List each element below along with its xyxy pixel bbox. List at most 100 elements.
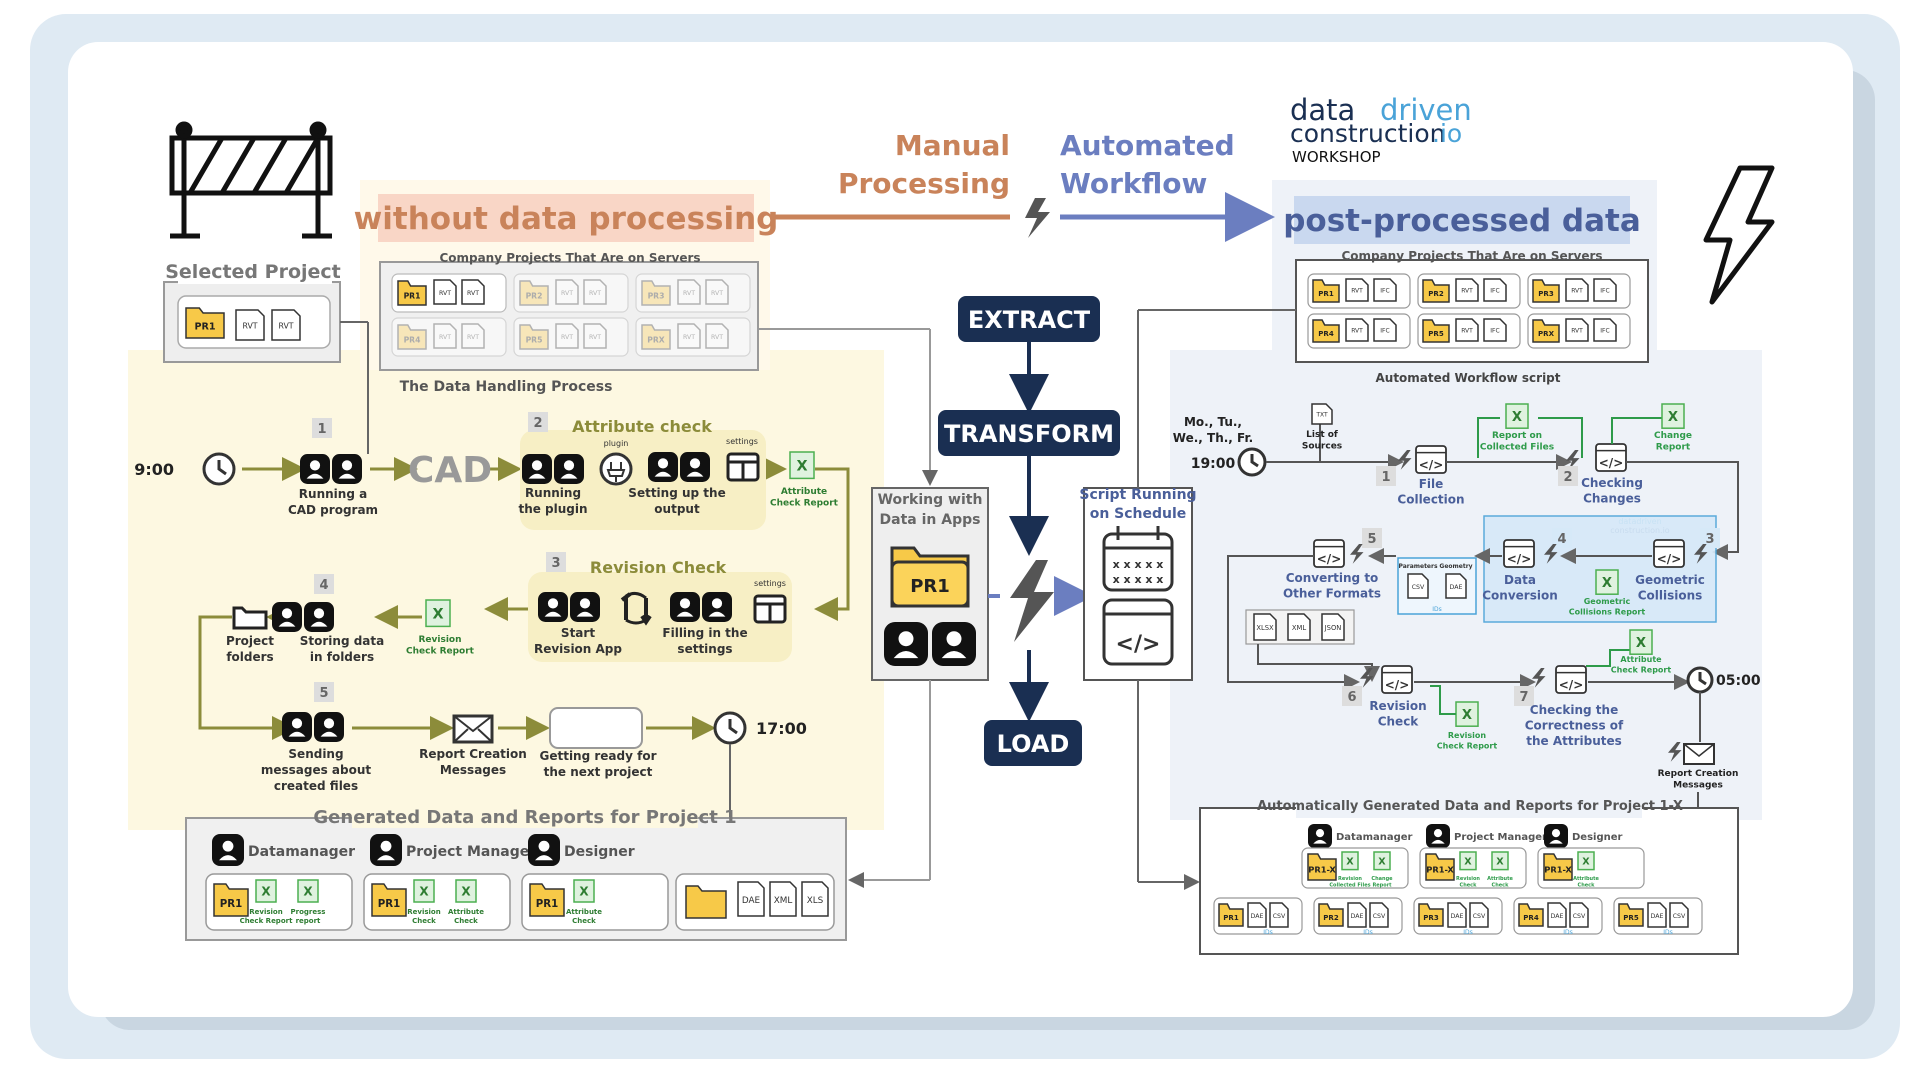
left-server-card-5 (635, 317, 751, 357)
dm-report-2-label-line-1: report (296, 917, 321, 925)
step-num-4: 4 (314, 574, 334, 594)
manual-title-1: Manual (895, 129, 1010, 162)
right-server-doc-a-3: RVT (1345, 318, 1369, 342)
checking-changes-label-line-0: Checking (1581, 476, 1643, 490)
sources-txt-icon: TXT (1311, 403, 1333, 425)
right-role-report-label-0-1-line-1: Report (1372, 883, 1392, 889)
bolt-report (1668, 742, 1682, 762)
sending-messages-b: messages about (261, 763, 372, 777)
right-server-doc-b-2-label: IFC (1600, 288, 1609, 295)
right-role-avatar-0 (1308, 824, 1332, 848)
ids-label: IDs (1432, 606, 1442, 613)
report-messages-b: Messages (440, 763, 506, 777)
svg-text:</>: </> (1507, 552, 1532, 566)
left-server-doc-b-0: RVT (461, 279, 485, 305)
left-formats-folder (685, 885, 727, 919)
right-bottom-folder-4: PR5 (1618, 903, 1644, 927)
left-format-DAE: DAE (737, 881, 765, 917)
right-role-folder-1: PR1-X (1425, 853, 1455, 881)
right-server-folder-4-label: PR5 (1428, 329, 1444, 338)
right-server-doc-a-5: RVT (1565, 318, 1589, 342)
svg-text:X: X (419, 885, 429, 899)
right-bottom-csv-1: CSV (1369, 902, 1389, 928)
left-role-folder-1: PR1 (371, 883, 407, 917)
left-server-card-3 (391, 317, 507, 357)
pm-report-2-label-line-1: Check (454, 917, 478, 925)
bolt-1 (1398, 450, 1412, 470)
left-role-name-0: Datamanager (248, 844, 355, 860)
revision-check-label-line-1: Check (1378, 715, 1420, 729)
right-server-folder-5-label: PRX (1538, 329, 1555, 338)
right-report-messages-label-line-0: Report Creation (1658, 769, 1739, 779)
step-num-5: 5 (314, 682, 334, 702)
user-icon-9 (702, 592, 732, 622)
checking-correctness-label-line-2: the Attributes (1526, 734, 1622, 748)
script-running-b: on Schedule (1090, 506, 1187, 522)
svg-text:X: X (1464, 856, 1472, 867)
right-server-folder-1: PR2 (1422, 279, 1450, 303)
right-bottom-ids-1: IDs (1363, 929, 1373, 936)
svg-text:6: 6 (1347, 690, 1356, 705)
right-bottom-csv-3: CSV (1569, 902, 1589, 928)
calendar-icon: x x x x x x x x x x (1102, 526, 1174, 592)
right-role-report-label-2-0-line-1: Check (1578, 883, 1596, 889)
attribute-report-label-line-1: Check Report (770, 499, 839, 509)
pr1-big-folder-icon (890, 546, 970, 608)
bolt-4 (1544, 544, 1558, 564)
schedule-days-b: We., Th., Fr. (1173, 431, 1253, 445)
running-plugin-b: the plugin (518, 502, 587, 516)
converting-icon: </> (1313, 539, 1345, 568)
left-server-folder-0-label: PR1 (404, 291, 421, 300)
svg-text:X: X (1346, 856, 1354, 867)
load-label: LOAD (997, 730, 1070, 758)
des-report-1-label-line-1: Check (572, 917, 596, 925)
right-format-XLSX: XLSX (1253, 613, 1277, 641)
right-time-start: 19:00 (1191, 456, 1236, 472)
bolt-2 (1566, 450, 1580, 470)
right-bottom-folder-3: PR4 (1518, 903, 1544, 927)
r-revision-report-label-line-0: Revision (1448, 731, 1487, 740)
svg-text:1: 1 (317, 422, 326, 437)
bolt-5 (1350, 544, 1364, 564)
sync-icon (620, 591, 652, 626)
selected-pr1-folder-label: PR1 (194, 322, 215, 333)
left-server-doc-a-0: RVT (433, 279, 457, 305)
right-server-folder-2: PR3 (1532, 279, 1560, 303)
right-bottom-csv-2-label: CSV (1473, 913, 1486, 920)
left-role-name-2: Designer (564, 844, 635, 860)
left-role-folder-0: PR1 (213, 883, 249, 917)
collisions-report-label-line-1: Collisions Report (1569, 607, 1646, 616)
right-bottom-dae-0-label: DAE (1251, 913, 1264, 920)
right-green-connector (1538, 417, 1583, 458)
left-server-folder-4: PR5 (519, 324, 549, 350)
pm-report-1-label-line-1: Check (412, 917, 436, 925)
checking-correctness-label-line-0: Checking the (1530, 703, 1618, 717)
left-server-doc-b-1: RVT (583, 279, 607, 305)
filling-settings-a: Filling in the (662, 626, 747, 640)
user-icon-8 (670, 592, 700, 622)
right-bottom-dae-1: DAE (1347, 902, 1367, 928)
user-icon-2 (522, 454, 552, 484)
right-server-folder-3: PR4 (1312, 319, 1340, 343)
right-server-folder-3-label: PR4 (1318, 329, 1334, 338)
svg-text:X: X (1668, 410, 1678, 425)
right-server-doc-a-0-label: RVT (1351, 288, 1363, 295)
logo-word-construction: construction (1290, 119, 1445, 148)
right-format-JSON: JSON (1321, 613, 1345, 641)
right-format-XLSX-label: XLSX (1256, 624, 1274, 632)
report-messages-a: Report Creation (419, 747, 527, 761)
left-server-doc-b-3: RVT (461, 323, 485, 349)
transform-bolt-icon (1010, 560, 1054, 642)
dm-report-2-label-line-0: Progress (291, 908, 326, 916)
right-connector (1227, 555, 1360, 690)
right-role-report-0-0: X (1341, 851, 1359, 871)
right-server-folder-0: PR1 (1312, 279, 1340, 303)
svg-text:X: X (1602, 576, 1612, 591)
left-server-doc-a-1-label: RVT (561, 290, 573, 297)
svg-text:</>: </> (1116, 632, 1161, 657)
automated-title-1: Automated (1060, 129, 1235, 162)
user-icon-13 (314, 712, 344, 742)
left-server-folder-3-label: PR4 (404, 335, 421, 344)
svg-text:5: 5 (1367, 532, 1376, 547)
